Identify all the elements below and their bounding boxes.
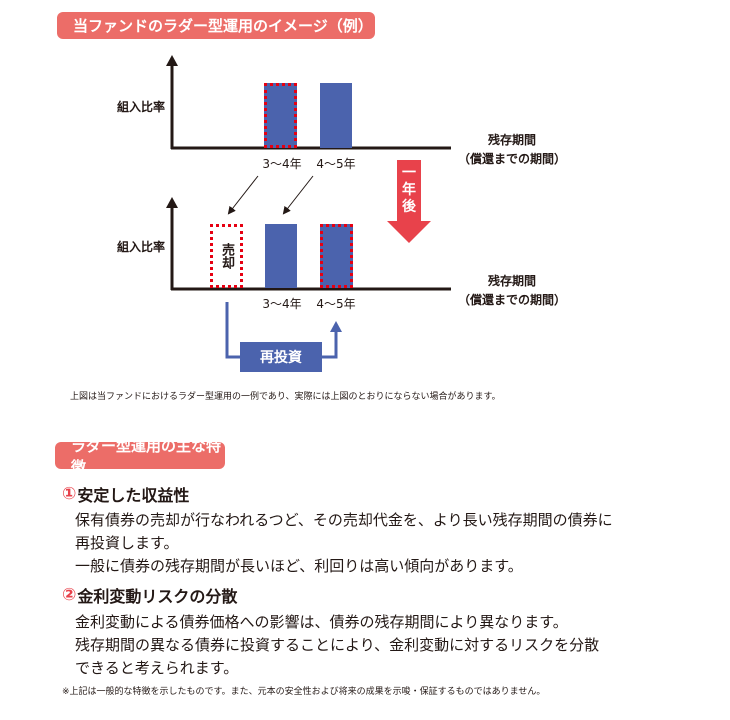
bar-label: 4〜5年	[316, 157, 356, 171]
number-2-icon: ②	[62, 585, 77, 605]
diagram-note: 上図は当ファンドにおけるラダー型運用の一例であり、実際には上図のとおりにならない…	[70, 392, 501, 402]
feature-body-1: 保有債券の売却が行なわれるつど、その売却代金を、より長い残存期間の債券に 再投資…	[75, 509, 613, 578]
bar-label: 4〜5年	[316, 297, 356, 311]
x-label-sub-top: （償還までの期間）	[457, 152, 567, 166]
bar-label: 3〜4年	[262, 297, 302, 311]
bar-4-5	[320, 83, 352, 148]
y-label-bottom: 組入比率	[117, 240, 166, 254]
sold-box: 売却	[210, 224, 243, 288]
x-label-bottom: 残存期間	[487, 274, 537, 288]
footnote: ※上記は一般的な特徴を示したものです。また、元本の安全性および将来の成果を示唆・…	[62, 687, 546, 697]
body-line: 保有債券の売却が行なわれるつど、その売却代金を、より長い残存期間の債券に	[75, 511, 613, 529]
one-year-label: 一年後	[402, 165, 416, 215]
bar-3-4-selling	[264, 83, 297, 148]
reinvest-box: 再投資	[240, 342, 322, 372]
features-title: ラダー型運用の主な特徴	[55, 437, 225, 476]
body-line: 金利変動による債券価格への影響は、債券の残存期間により異なります。	[75, 613, 568, 631]
number-1-icon: ①	[62, 484, 77, 504]
reinvest-line	[225, 302, 338, 359]
bar-3-4-after	[265, 224, 297, 288]
shift-arrow-2	[282, 175, 314, 215]
diagram-title: 当ファンドのラダー型運用のイメージ（例）	[57, 12, 375, 39]
bar-label: 3〜4年	[262, 157, 302, 171]
x-label-top: 残存期間	[487, 133, 537, 147]
sold-label: 売却	[219, 243, 234, 269]
x-label-sub-bottom: （償還までの期間）	[457, 293, 567, 307]
heading-text: 安定した収益性	[77, 486, 190, 505]
heading-text: 金利変動リスクの分散	[77, 587, 238, 606]
body-line: できると考えられます。	[75, 659, 239, 677]
shift-arrow-1	[227, 175, 259, 215]
feature-body-2: 金利変動による債券価格への影響は、債券の残存期間により異なります。 残存期間の異…	[75, 611, 599, 680]
bar-4-5-new	[320, 224, 353, 288]
reinvest-arrowhead	[330, 321, 342, 332]
chart-bottom-axes	[166, 197, 451, 291]
one-year-arrow	[387, 160, 431, 243]
body-line: 残存期間の異なる債券に投資することにより、金利変動に対するリスクを分散	[75, 636, 600, 654]
body-line: 再投資します。	[75, 534, 179, 552]
ladder-diagram	[166, 55, 451, 359]
chart-top-axes	[166, 55, 451, 150]
y-label-top: 組入比率	[117, 100, 166, 114]
body-line: 一般に債券の残存期間が長いほど、利回りは高い傾向があります。	[75, 557, 523, 575]
